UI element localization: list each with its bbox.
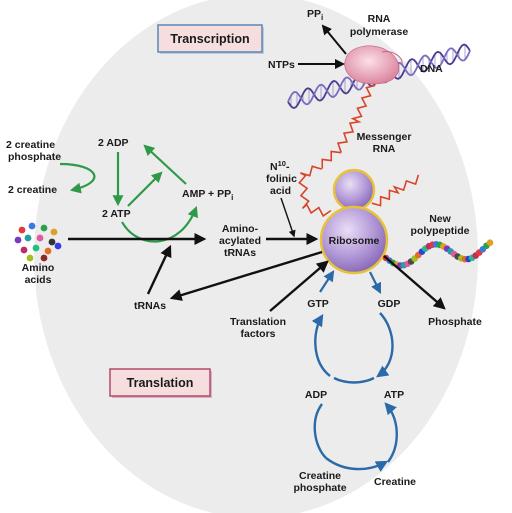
- amino-acid-dot: [28, 222, 36, 230]
- amino-acid-dot: [26, 254, 34, 262]
- transcription-label: Transcription: [170, 32, 249, 46]
- phosphate-label: Phosphate: [428, 316, 482, 328]
- blue-upper-cycle-left: [311, 313, 331, 377]
- ribosome-to-trnas-arrow: [169, 250, 323, 301]
- amino-acid-dot: [48, 238, 56, 246]
- aminoacylated-label-1: Amino-: [222, 223, 259, 235]
- aminoacylated-label-2: acylated: [219, 235, 261, 247]
- creatine-left-label: 2 creatine: [8, 184, 57, 196]
- gdp-label: GDP: [378, 298, 401, 310]
- gtp-to-ribosome-arrow: [319, 270, 335, 293]
- amp-ppi-label: AMP + PPi: [182, 188, 233, 202]
- green-creatine-curve: [59, 162, 96, 194]
- creatine-phosphate-left-label-1: 2 creatine: [6, 139, 55, 151]
- two-adp-label: 2 ADP: [98, 137, 129, 149]
- amino-acid-dot: [40, 254, 48, 262]
- new-polypeptide-label-1: New: [429, 213, 451, 225]
- ribosome-to-phosphate-arrow: [383, 255, 446, 310]
- ntps-label: NTPs: [268, 59, 295, 71]
- green-amp-to-adp-arrow: [143, 144, 187, 185]
- messenger-rna-label-1: Messenger: [357, 131, 412, 143]
- translation-factors-label-1: Translation: [230, 316, 286, 328]
- amino-acids-label-2: acids: [25, 274, 52, 286]
- trnas-up-arrow: [146, 244, 172, 295]
- translation-label: Translation: [127, 376, 194, 390]
- folinic-acid-label-3: acid: [270, 185, 291, 197]
- blue-lower-cycle-left: [313, 403, 327, 459]
- creatine-phosphate-bottom-label-2: phosphate: [293, 482, 346, 494]
- rna-polymerase-label-2: polymerase: [350, 26, 409, 38]
- messenger-rna-tail: [298, 165, 332, 218]
- adp-label: ADP: [305, 389, 327, 401]
- amino-acid-dot: [54, 242, 62, 250]
- atp-label: ATP: [384, 389, 404, 401]
- ribosome-label: Ribosome: [329, 235, 380, 247]
- translation-label-box: Translation: [109, 368, 212, 398]
- amino-acid-dot: [36, 234, 44, 242]
- messenger-rna-exit: [371, 174, 420, 207]
- ribosome-large-subunit-icon: [319, 205, 389, 275]
- two-atp-label: 2 ATP: [102, 208, 131, 220]
- ribosome-to-gdp-arrow: [369, 271, 381, 294]
- amino-acid-dot: [24, 234, 32, 242]
- amino-acid-dot: [44, 247, 52, 255]
- polypeptide-beads-icon: [382, 239, 494, 269]
- amino-acid-dot: [14, 236, 22, 244]
- messenger-rna-strand: [321, 84, 376, 169]
- amino-acid-dot: [18, 226, 26, 234]
- ppi-out-arrow: [321, 24, 347, 55]
- green-atp-curve: [121, 205, 198, 243]
- blue-lower-cycle-bottom: [325, 457, 389, 472]
- amino-acid-dot: [40, 224, 48, 232]
- blue-upper-cycle-right: [376, 312, 394, 378]
- folinic-acid-label-1: N10-: [270, 159, 290, 173]
- amino-acid-dot: [50, 228, 58, 236]
- green-atp-up-arrow: [127, 171, 163, 207]
- rna-polymerase-label-1: RNA: [368, 13, 391, 25]
- folinic-acid-arrow: [280, 197, 296, 238]
- creatine-phosphate-bottom-label-1: Creatine: [299, 470, 341, 482]
- translation-factors-arrow: [269, 260, 329, 312]
- folinic-acid-label-2: folinic: [266, 173, 297, 185]
- amino-acid-dot: [20, 246, 28, 254]
- transcription-label-box: Transcription: [157, 24, 264, 54]
- messenger-rna-label-2: RNA: [373, 143, 396, 155]
- translation-factors-label-2: factors: [240, 328, 275, 340]
- blue-lower-cycle-right: [384, 402, 398, 463]
- amino-acids-label-1: Amino: [22, 262, 55, 274]
- new-polypeptide-label-2: polypeptide: [411, 225, 470, 237]
- amino-acid-dots-icon: [14, 222, 62, 262]
- rna-polymerase-icon: [344, 45, 403, 85]
- amino-acid-dot: [32, 244, 40, 252]
- aminoacylated-label-3: tRNAs: [224, 247, 256, 259]
- blue-middle-link: [333, 376, 375, 384]
- ppi-top-label: PPi: [307, 8, 323, 22]
- creatine-bottom-label: Creatine: [374, 476, 416, 488]
- dna-label: DNA: [420, 63, 443, 75]
- ribosome-small-subunit-icon: [332, 168, 376, 212]
- polypeptide-bead: [486, 239, 494, 246]
- creatine-phosphate-left-label-2: phosphate: [8, 151, 61, 163]
- gtp-label: GTP: [307, 298, 329, 310]
- trnas-label: tRNAs: [134, 300, 166, 312]
